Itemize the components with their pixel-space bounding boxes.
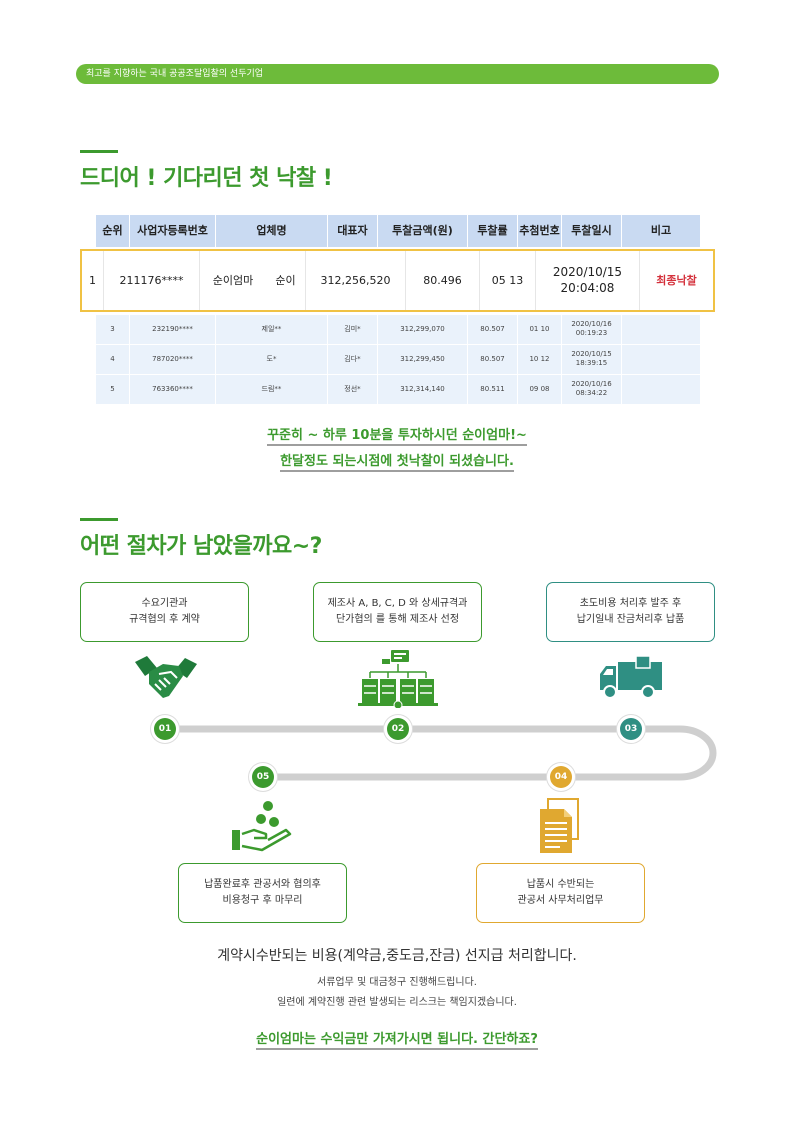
cell-date: 2020/10/15: [552, 265, 623, 279]
step-node-02: 02: [387, 718, 409, 740]
step-03-line1: 초도비용 처리후 발주 후: [579, 598, 682, 609]
cell-company: 드림**: [216, 375, 328, 404]
message1-line2-wrap: 한달정도 되는시점에 첫낙찰이 되셨습니다.: [0, 450, 794, 472]
cell-rate: 80.511: [468, 375, 518, 404]
step-node-04: 04: [550, 766, 572, 788]
step-node-01: 01: [154, 718, 176, 740]
cell-rep: 정선*: [328, 375, 378, 404]
table-row: 5 763360**** 드림** 정선* 312,314,140 80.511…: [96, 375, 700, 404]
cell-date: 2020/10/16: [571, 380, 612, 388]
cell-rank: 1: [82, 251, 104, 310]
footer-main: 계약시수반되는 비용(계약금,중도금,잔금) 선지급 처리합니다.: [217, 948, 577, 964]
step-05-line1: 납품완료후 관공서와 협의후: [204, 879, 321, 890]
cell-draw: 10 12: [518, 345, 562, 374]
winning-row: 1 211176**** 순이엄마 순이 312,256,520 80.496 …: [80, 249, 715, 312]
section2-title: 어떤 절차가 남았을까요~?: [80, 534, 322, 559]
cell-time: 00:19:23: [575, 329, 608, 337]
cell-rank: 4: [96, 345, 130, 374]
step-03-line2: 납기일내 잔금처리후 납품: [576, 614, 685, 625]
message1-line1: 꾸준히 ~ 하루 10분을 투자하시던 순이엄마!~: [267, 424, 527, 446]
cell-rep: 김미*: [328, 315, 378, 344]
cell-date: 2020/10/15: [571, 350, 612, 358]
step-01-line1: 수요기관과: [141, 598, 188, 609]
step-02-box: 제조사 A, B, C, D 와 상세규격과 단가협의 를 통해 제조사 선정: [313, 582, 482, 642]
footer-closing: 순이엄마는 수익금만 가져가시면 됩니다. 간단하죠?: [256, 1028, 538, 1050]
table-row: 3 232190**** 제일** 김미* 312,299,070 80.507…: [96, 315, 700, 344]
step-05-line2: 비용청구 후 마무리: [222, 895, 303, 906]
step-05-box: 납품완료후 관공서와 협의후 비용청구 후 마무리: [178, 863, 347, 923]
factory-network-icon: [358, 650, 438, 708]
cell-biz-no: 763360****: [130, 375, 216, 404]
footer-sub1: 서류업무 및 대금청구 진행해드립니다.: [317, 977, 477, 988]
cell-rank: 3: [96, 315, 130, 344]
cell-draw: 01 10: [518, 315, 562, 344]
step-04-line2: 관공서 사무처리업무: [517, 895, 604, 906]
heading-accent-bar: [80, 518, 118, 521]
step-node-03: 03: [620, 718, 642, 740]
footer-sub2: 일련에 계약진행 관련 발생되는 리스크는 책임지겠습니다.: [277, 997, 517, 1008]
handshake-icon: [135, 656, 197, 698]
footer-closing-wrap: 순이엄마는 수익금만 가져가시면 됩니다. 간단하죠?: [0, 1028, 794, 1050]
th-amount: 투찰금액(원): [378, 215, 468, 247]
message1-line1-wrap: 꾸준히 ~ 하루 10분을 투자하시던 순이엄마!~: [0, 424, 794, 446]
cell-amount: 312,299,070: [378, 315, 468, 344]
step-02-line2: 단가협의 를 통해 제조사 선정: [335, 614, 460, 625]
cell-datetime: 2020/10/15 18:39:15: [562, 345, 622, 374]
cell-time: 08:34:22: [575, 389, 608, 397]
step-01-box: 수요기관과 규격협의 후 계약: [80, 582, 249, 642]
banner-text: 최고를 지향하는 국내 공공조달입찰의 선두기업: [86, 69, 264, 79]
cell-amount: 312,299,450: [378, 345, 468, 374]
cell-date: 2020/10/16: [571, 320, 612, 328]
cell-draw: 09 08: [518, 375, 562, 404]
delivery-truck-icon: [600, 655, 662, 699]
table-row: 4 787020**** 도* 김다* 312,299,450 80.507 1…: [96, 345, 700, 374]
cell-rank: 5: [96, 375, 130, 404]
cell-datetime: 2020/10/16 00:19:23: [562, 315, 622, 344]
top-banner: 최고를 지향하는 국내 공공조달입찰의 선두기업: [76, 64, 719, 84]
section1-title: 드디어 ! 기다리던 첫 낙찰 !: [80, 166, 333, 191]
hand-coins-icon: [232, 801, 292, 852]
cell-datetime: 2020/10/16 08:34:22: [562, 375, 622, 404]
th-rep: 대표자: [328, 215, 378, 247]
step-node-05: 05: [252, 766, 274, 788]
cell-note: 최종낙찰: [656, 274, 697, 287]
cell-time: 20:04:08: [560, 281, 615, 295]
cell-datetime: 2020/10/15 20:04:08: [536, 251, 640, 310]
cell-company: 제일**: [216, 315, 328, 344]
step-02-line1: 제조사 A, B, C, D 와 상세규격과: [327, 598, 468, 609]
cell-time: 18:39:15: [575, 359, 608, 367]
cell-amount: 312,314,140: [378, 375, 468, 404]
documents-icon: [540, 798, 579, 853]
heading-accent-bar: [80, 150, 118, 153]
table-header: 순위 사업자등록번호 업체명 대표자 투찰금액(원) 투찰률(%) 추첨번호 투…: [96, 215, 700, 269]
cell-rep: 김다*: [328, 345, 378, 374]
step-04-box: 납품시 수반되는 관공서 사무처리업무: [476, 863, 645, 923]
th-company: 업체명: [216, 215, 328, 247]
th-date: 투찰일시: [562, 215, 622, 247]
cell-biz-no: 211176****: [104, 251, 200, 310]
step-04-line1: 납품시 수반되는: [526, 879, 595, 890]
th-biz-no: 사업자등록번호: [130, 215, 216, 247]
th-draw: 추첨번호: [518, 215, 562, 247]
cell-company: 순이엄마: [212, 274, 254, 287]
cell-rate: 80.507: [468, 315, 518, 344]
message1-line2: 한달정도 되는시점에 첫낙찰이 되셨습니다.: [280, 450, 514, 472]
cell-company: 도*: [216, 345, 328, 374]
cell-draw: 05 13: [480, 251, 536, 310]
cell-biz-no: 787020****: [130, 345, 216, 374]
step-03-box: 초도비용 처리후 발주 후 납기일내 잔금처리후 납품: [546, 582, 715, 642]
th-note: 비고: [650, 224, 672, 237]
cell-rate: 80.496: [406, 251, 480, 310]
th-rank: 순위: [96, 215, 130, 247]
cell-rate: 80.507: [468, 345, 518, 374]
step-01-line2: 규격협의 후 계약: [129, 614, 200, 625]
process-track-line: [161, 725, 717, 781]
cell-rep: 순이: [266, 251, 306, 310]
cell-amount: 312,256,520: [306, 251, 406, 310]
cell-biz-no: 232190****: [130, 315, 216, 344]
